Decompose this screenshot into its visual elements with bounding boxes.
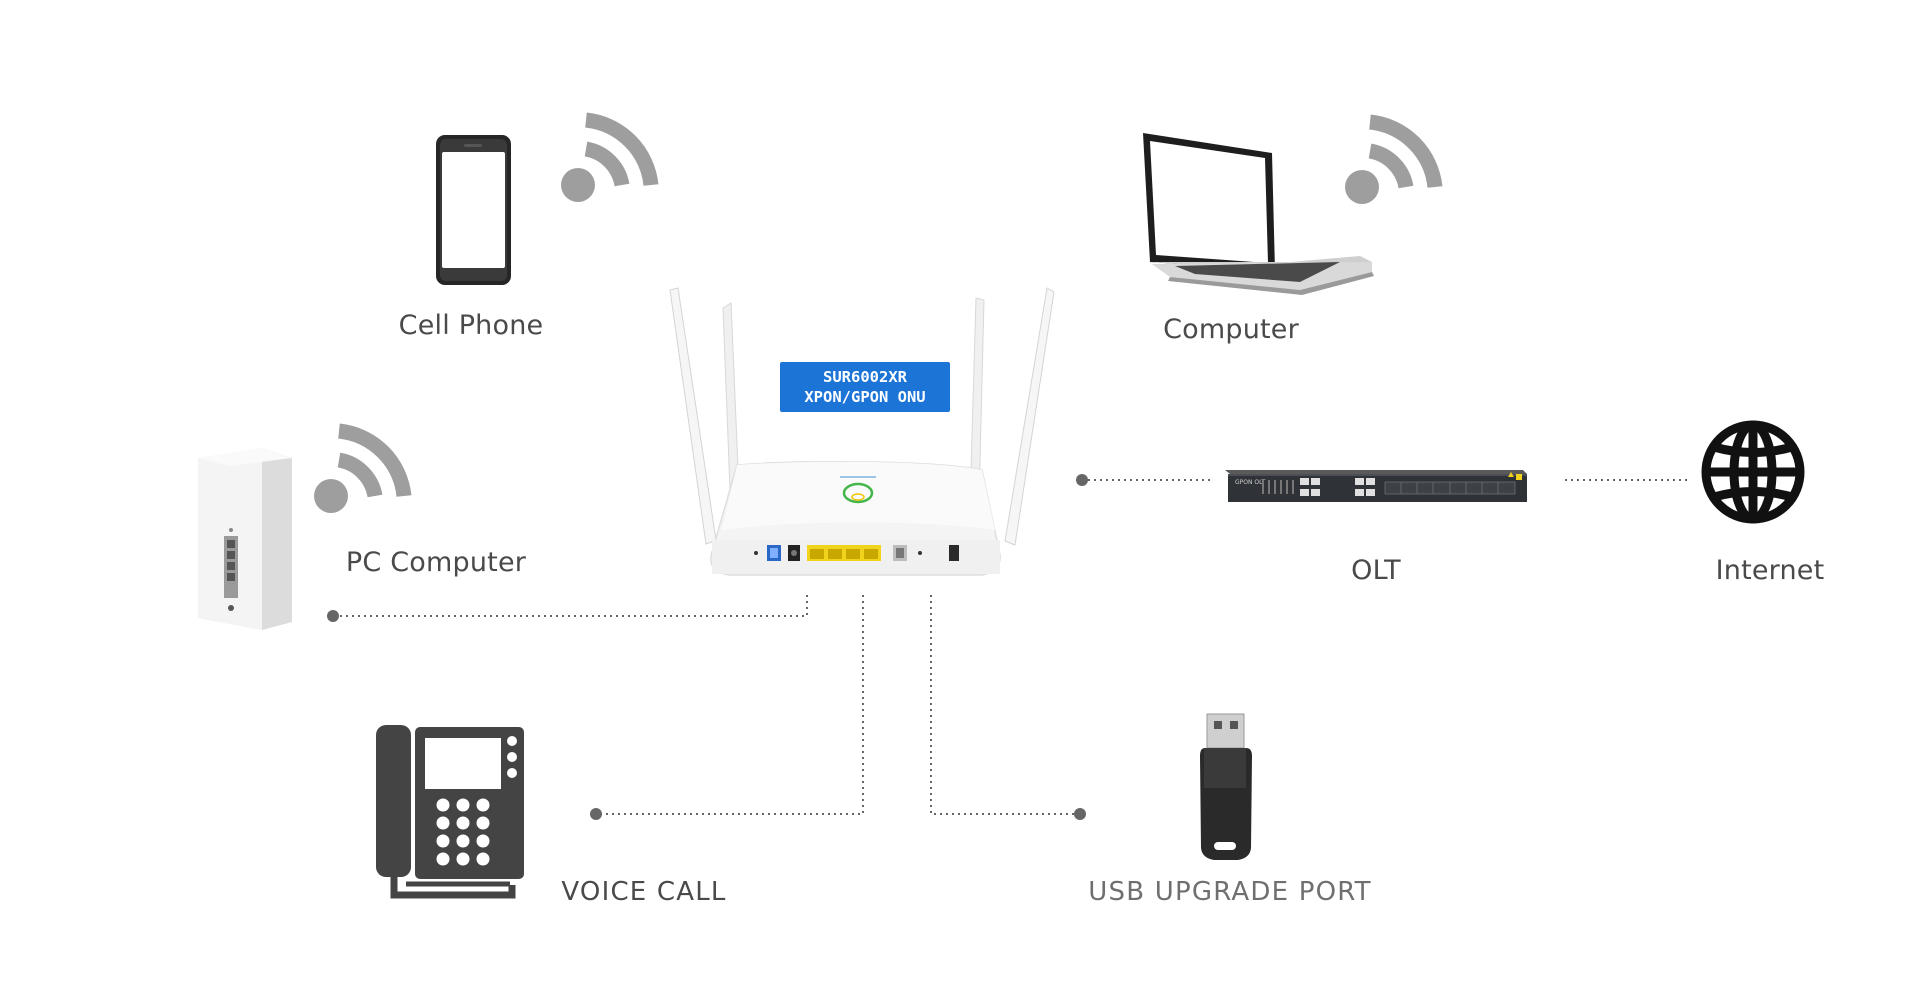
wifi-icon xyxy=(1345,114,1443,204)
endpoint-usb-dot xyxy=(1074,808,1086,820)
line-router-to-voice xyxy=(596,595,864,815)
connection-endpoints xyxy=(327,474,1088,820)
laptop-icon xyxy=(1143,133,1374,295)
line-router-to-usb xyxy=(930,595,1080,815)
label-internet: Internet xyxy=(1715,555,1825,586)
endpoint-pc-dot xyxy=(327,610,339,622)
label-usb-upgrade-port: USB UPGRADE PORT xyxy=(1088,877,1372,907)
usb-drive-icon xyxy=(1200,713,1252,860)
cell-phone-icon xyxy=(436,135,511,285)
olt-device-icon: GPON OLT xyxy=(1225,470,1527,502)
router-model-tag: SUR6002XR XPON/GPON ONU xyxy=(780,362,950,412)
label-pc-computer: PC Computer xyxy=(345,547,527,578)
endpoint-voice-dot xyxy=(590,808,602,820)
connection-lines xyxy=(333,479,1690,815)
label-computer: Computer xyxy=(1163,314,1299,345)
label-olt: OLT xyxy=(1351,555,1401,586)
label-voice-call: VOICE CALL xyxy=(561,877,727,907)
desk-phone-icon xyxy=(376,725,524,899)
router-model-name: SUR6002XR xyxy=(823,368,907,386)
wifi-icon xyxy=(314,423,412,513)
router-model-type: XPON/GPON ONU xyxy=(804,388,926,406)
pc-computer-icon xyxy=(198,448,292,630)
label-cell-phone: Cell Phone xyxy=(398,310,544,341)
endpoint-olt-dot xyxy=(1076,474,1088,486)
olt-panel-text: GPON OLT xyxy=(1235,479,1266,486)
wifi-icon xyxy=(561,112,659,202)
router-icon xyxy=(669,287,1055,576)
globe-icon xyxy=(1701,420,1805,524)
line-router-to-pc xyxy=(333,595,808,617)
